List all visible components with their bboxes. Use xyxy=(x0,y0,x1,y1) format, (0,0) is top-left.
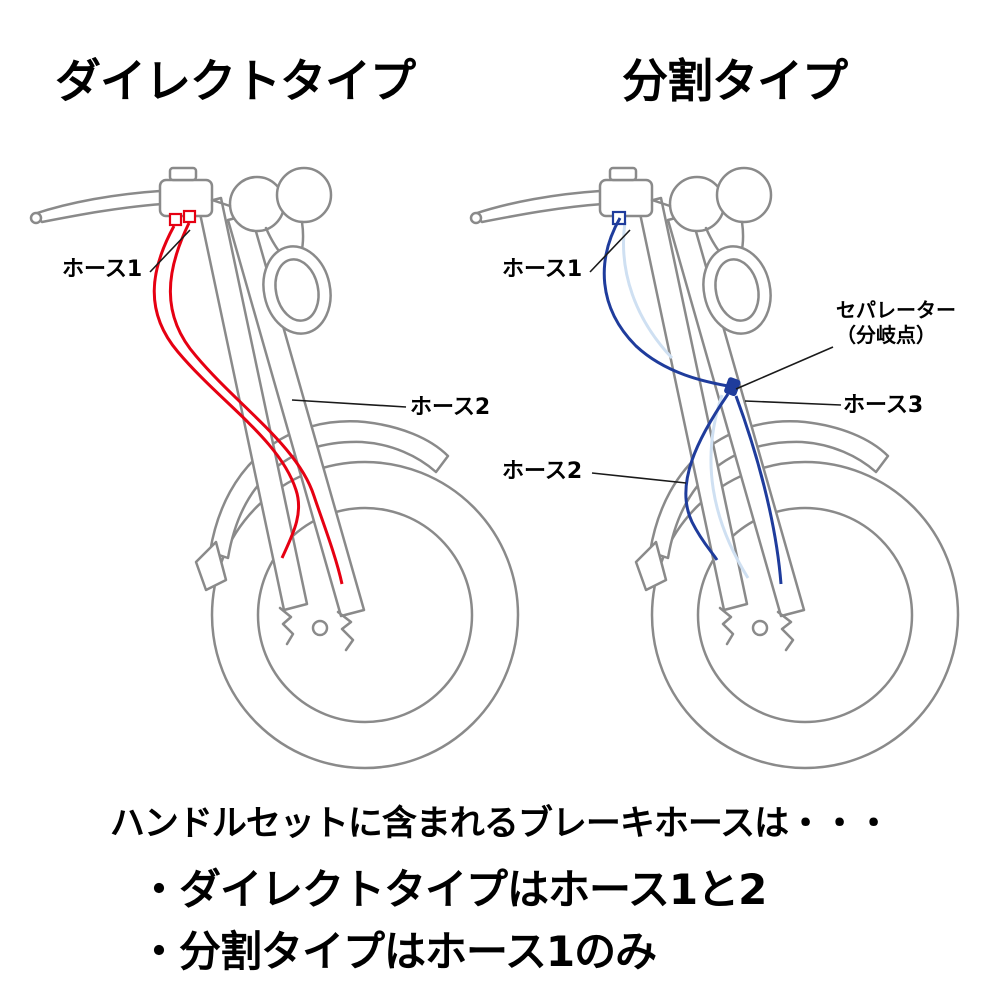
split-type-title: 分割タイプ xyxy=(622,54,848,108)
direct-hose1-label: ホース1 xyxy=(62,257,143,282)
hose-1-path xyxy=(152,225,301,559)
leader-split-hose3 xyxy=(744,400,842,406)
hose-fitting xyxy=(182,209,197,224)
leader-lines xyxy=(149,229,842,484)
direct-type-title: ダイレクトタイプ xyxy=(55,54,416,108)
split-separator-label-line1: セパレーター xyxy=(836,298,956,322)
split-separator-label: セパレーター （分岐点） xyxy=(836,298,956,348)
split-hose2-label: ホース2 xyxy=(502,459,583,484)
footer-bullet-split: ・分割タイプはホース1のみ xyxy=(138,927,657,976)
split-type-hoses xyxy=(602,210,783,585)
leader-direct-hose2 xyxy=(291,399,407,408)
split-hose3-label: ホース3 xyxy=(843,393,924,418)
leader-split-separator xyxy=(735,346,834,390)
footer-bullet-direct: ・ダイレクトタイプはホース1と2 xyxy=(138,865,767,914)
leader-split-hose2 xyxy=(591,472,687,484)
hose-2-path xyxy=(168,222,344,585)
split-hose1-label: ホース1 xyxy=(502,257,583,282)
footer-lead-text: ハンドルセットに含まれるブレーキホースは・・・ xyxy=(109,804,891,844)
leader-split-hose1 xyxy=(589,229,631,273)
leader-direct-hose1 xyxy=(149,229,191,273)
hose-fitting xyxy=(168,212,183,227)
direct-hose2-label: ホース2 xyxy=(410,395,491,420)
separator-block xyxy=(724,377,741,397)
direct-type-hoses xyxy=(152,209,344,585)
hose-highlight-path xyxy=(709,394,750,579)
hose-2-path xyxy=(684,393,730,561)
split-separator-label-line2: （分岐点） xyxy=(836,323,936,347)
hose-highlight-path xyxy=(622,221,674,360)
hose-3-path xyxy=(734,395,783,585)
